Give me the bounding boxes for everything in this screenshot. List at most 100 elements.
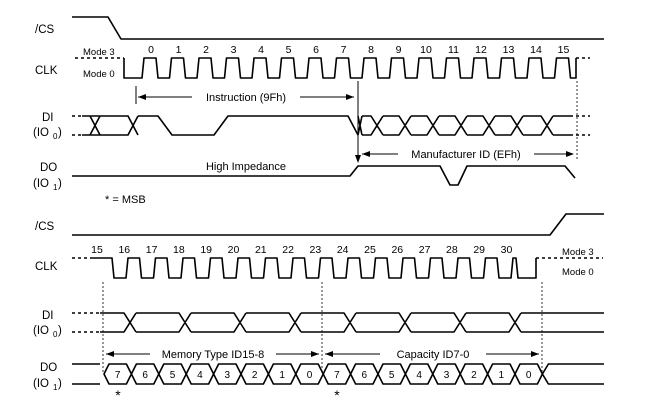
- clk-number-bottom: 21: [255, 244, 267, 256]
- clk-number-bottom: 22: [282, 244, 294, 256]
- clk-label: CLK: [35, 65, 58, 77]
- do-bit-label: 1: [279, 370, 285, 381]
- msb-note: * = MSB: [105, 194, 146, 206]
- svg-text:): ): [58, 127, 62, 139]
- clk-number-bottom: 20: [228, 244, 240, 256]
- clk-number-bottom: 30: [501, 244, 513, 256]
- clk-number-top: 5: [286, 44, 292, 56]
- clk-waveform-bottom: [92, 257, 537, 279]
- do-bit-label: 0: [307, 370, 313, 381]
- cs-waveform-bottom: [72, 213, 604, 236]
- do-bit-label: 4: [416, 370, 422, 381]
- instruction-arrow: [135, 86, 354, 104]
- clk-number-bottom: 27: [419, 244, 431, 256]
- clk-label-bottom: CLK: [35, 261, 58, 273]
- svg-text:): ): [58, 178, 62, 190]
- clk-number-top: 7: [341, 44, 347, 56]
- do-bit-label: 5: [389, 370, 395, 381]
- do-bit-label: 1: [499, 370, 505, 381]
- do-bit-label: 2: [252, 370, 258, 381]
- clk-number-bottom: 24: [337, 244, 349, 256]
- svg-text:(IO: (IO: [33, 127, 49, 139]
- msb-marker-1: *: [115, 387, 121, 403]
- cs-label-bottom: /CS: [35, 221, 55, 233]
- do-bit-label: 7: [334, 370, 340, 381]
- do-label-bottom: DO: [40, 362, 57, 374]
- svg-text:0: 0: [53, 330, 58, 339]
- clk-waveform-top: [123, 57, 577, 79]
- capacity-label: Capacity ID7-0: [397, 349, 470, 361]
- mode3-label-bottom: Mode 3: [562, 247, 594, 258]
- instruction-label: Instruction (9Fh): [206, 92, 286, 104]
- clk-number-top: 0: [148, 44, 154, 56]
- clk-number-top: 15: [558, 44, 570, 56]
- mode3-label-top: Mode 3: [83, 47, 115, 58]
- di-label-bottom: DI: [42, 310, 54, 322]
- mode0-label-bottom: Mode 0: [562, 267, 594, 278]
- svg-text:): ): [58, 325, 62, 337]
- clk-number-bottom: 16: [118, 244, 130, 256]
- clk-number-top: 6: [313, 44, 319, 56]
- do-label: DO: [40, 162, 57, 174]
- clk-number-top: 9: [396, 44, 402, 56]
- capacity-arrow: [325, 351, 539, 357]
- do-io-label-bottom: (IO 1 ): [33, 378, 62, 392]
- clk7-marker-arrowhead: [355, 155, 361, 163]
- clk-number-top: 8: [368, 44, 374, 56]
- clk-number-top: 3: [231, 44, 237, 56]
- di-waveform-bottom: [72, 312, 604, 333]
- do-bit-label: 6: [142, 370, 148, 381]
- clk-number-bottom: 25: [364, 244, 376, 256]
- svg-text:1: 1: [53, 183, 58, 192]
- manufacturer-label: Manufacturer ID (EFh): [411, 149, 520, 161]
- clk-number-top: 4: [258, 44, 264, 56]
- di-waveform-top: [72, 115, 590, 136]
- clk-number-top: 1: [176, 44, 182, 56]
- clk-number-top: 2: [203, 44, 209, 56]
- do-bit-label: 3: [225, 370, 231, 381]
- di-io-label: (IO 0 ): [33, 127, 62, 141]
- clk-number-bottom: 15: [91, 244, 103, 256]
- do-bit-label: 2: [471, 370, 477, 381]
- clk-number-bottom: 23: [310, 244, 322, 256]
- clk-number-bottom: 28: [446, 244, 458, 256]
- do-io-label: (IO 1 ): [33, 178, 62, 192]
- msb-marker-2: *: [334, 387, 340, 403]
- memory-type-arrow: [106, 351, 319, 357]
- clk-number-bottom: 26: [391, 244, 403, 256]
- svg-text:(IO: (IO: [33, 325, 49, 337]
- svg-text:(IO: (IO: [33, 178, 49, 190]
- do-bit-label: 0: [526, 370, 532, 381]
- svg-text:(IO: (IO: [33, 378, 49, 390]
- clk-number-top: 13: [503, 44, 515, 56]
- cs-label: /CS: [35, 24, 55, 36]
- do-bit-label: 4: [197, 370, 203, 381]
- cs-waveform-top: [72, 16, 604, 40]
- di-io-label-bottom: (IO 0 ): [33, 325, 62, 339]
- clk-number-bottom: 17: [146, 244, 158, 256]
- clk-number-top: 11: [448, 44, 459, 56]
- clk-number-top: 10: [420, 44, 432, 56]
- manufacturer-arrow: [362, 81, 578, 160]
- memory-type-label: Memory Type ID15-8: [162, 349, 265, 361]
- do-bit-label: 6: [362, 370, 368, 381]
- clk-number-bottom: 19: [200, 244, 212, 256]
- svg-text:): ): [58, 378, 62, 390]
- clk-number-bottom: 18: [173, 244, 185, 256]
- clk-number-top: 14: [530, 44, 542, 56]
- clk-number-bottom: 29: [473, 244, 485, 256]
- clk-number-top: 12: [475, 44, 487, 56]
- do-waveform-top: [72, 165, 576, 186]
- svg-text:1: 1: [53, 383, 58, 392]
- do-waveform-bottom: 7 6 5 4 3 2 1 0 7 6 5 4 3 2 1 0: [72, 363, 604, 385]
- di-label: DI: [42, 112, 54, 124]
- do-bit-label: 3: [444, 370, 450, 381]
- high-impedance-label: High Impedance: [206, 161, 286, 173]
- clk-numbers-bottom: 15 16 17 18 19 20 21 22 23 24 25 26 27 28 29 30: [91, 244, 512, 256]
- do-bit-label: 7: [115, 370, 121, 381]
- svg-text:0: 0: [53, 132, 58, 141]
- mode0-label-top: Mode 0: [83, 69, 115, 80]
- do-bit-label: 5: [170, 370, 176, 381]
